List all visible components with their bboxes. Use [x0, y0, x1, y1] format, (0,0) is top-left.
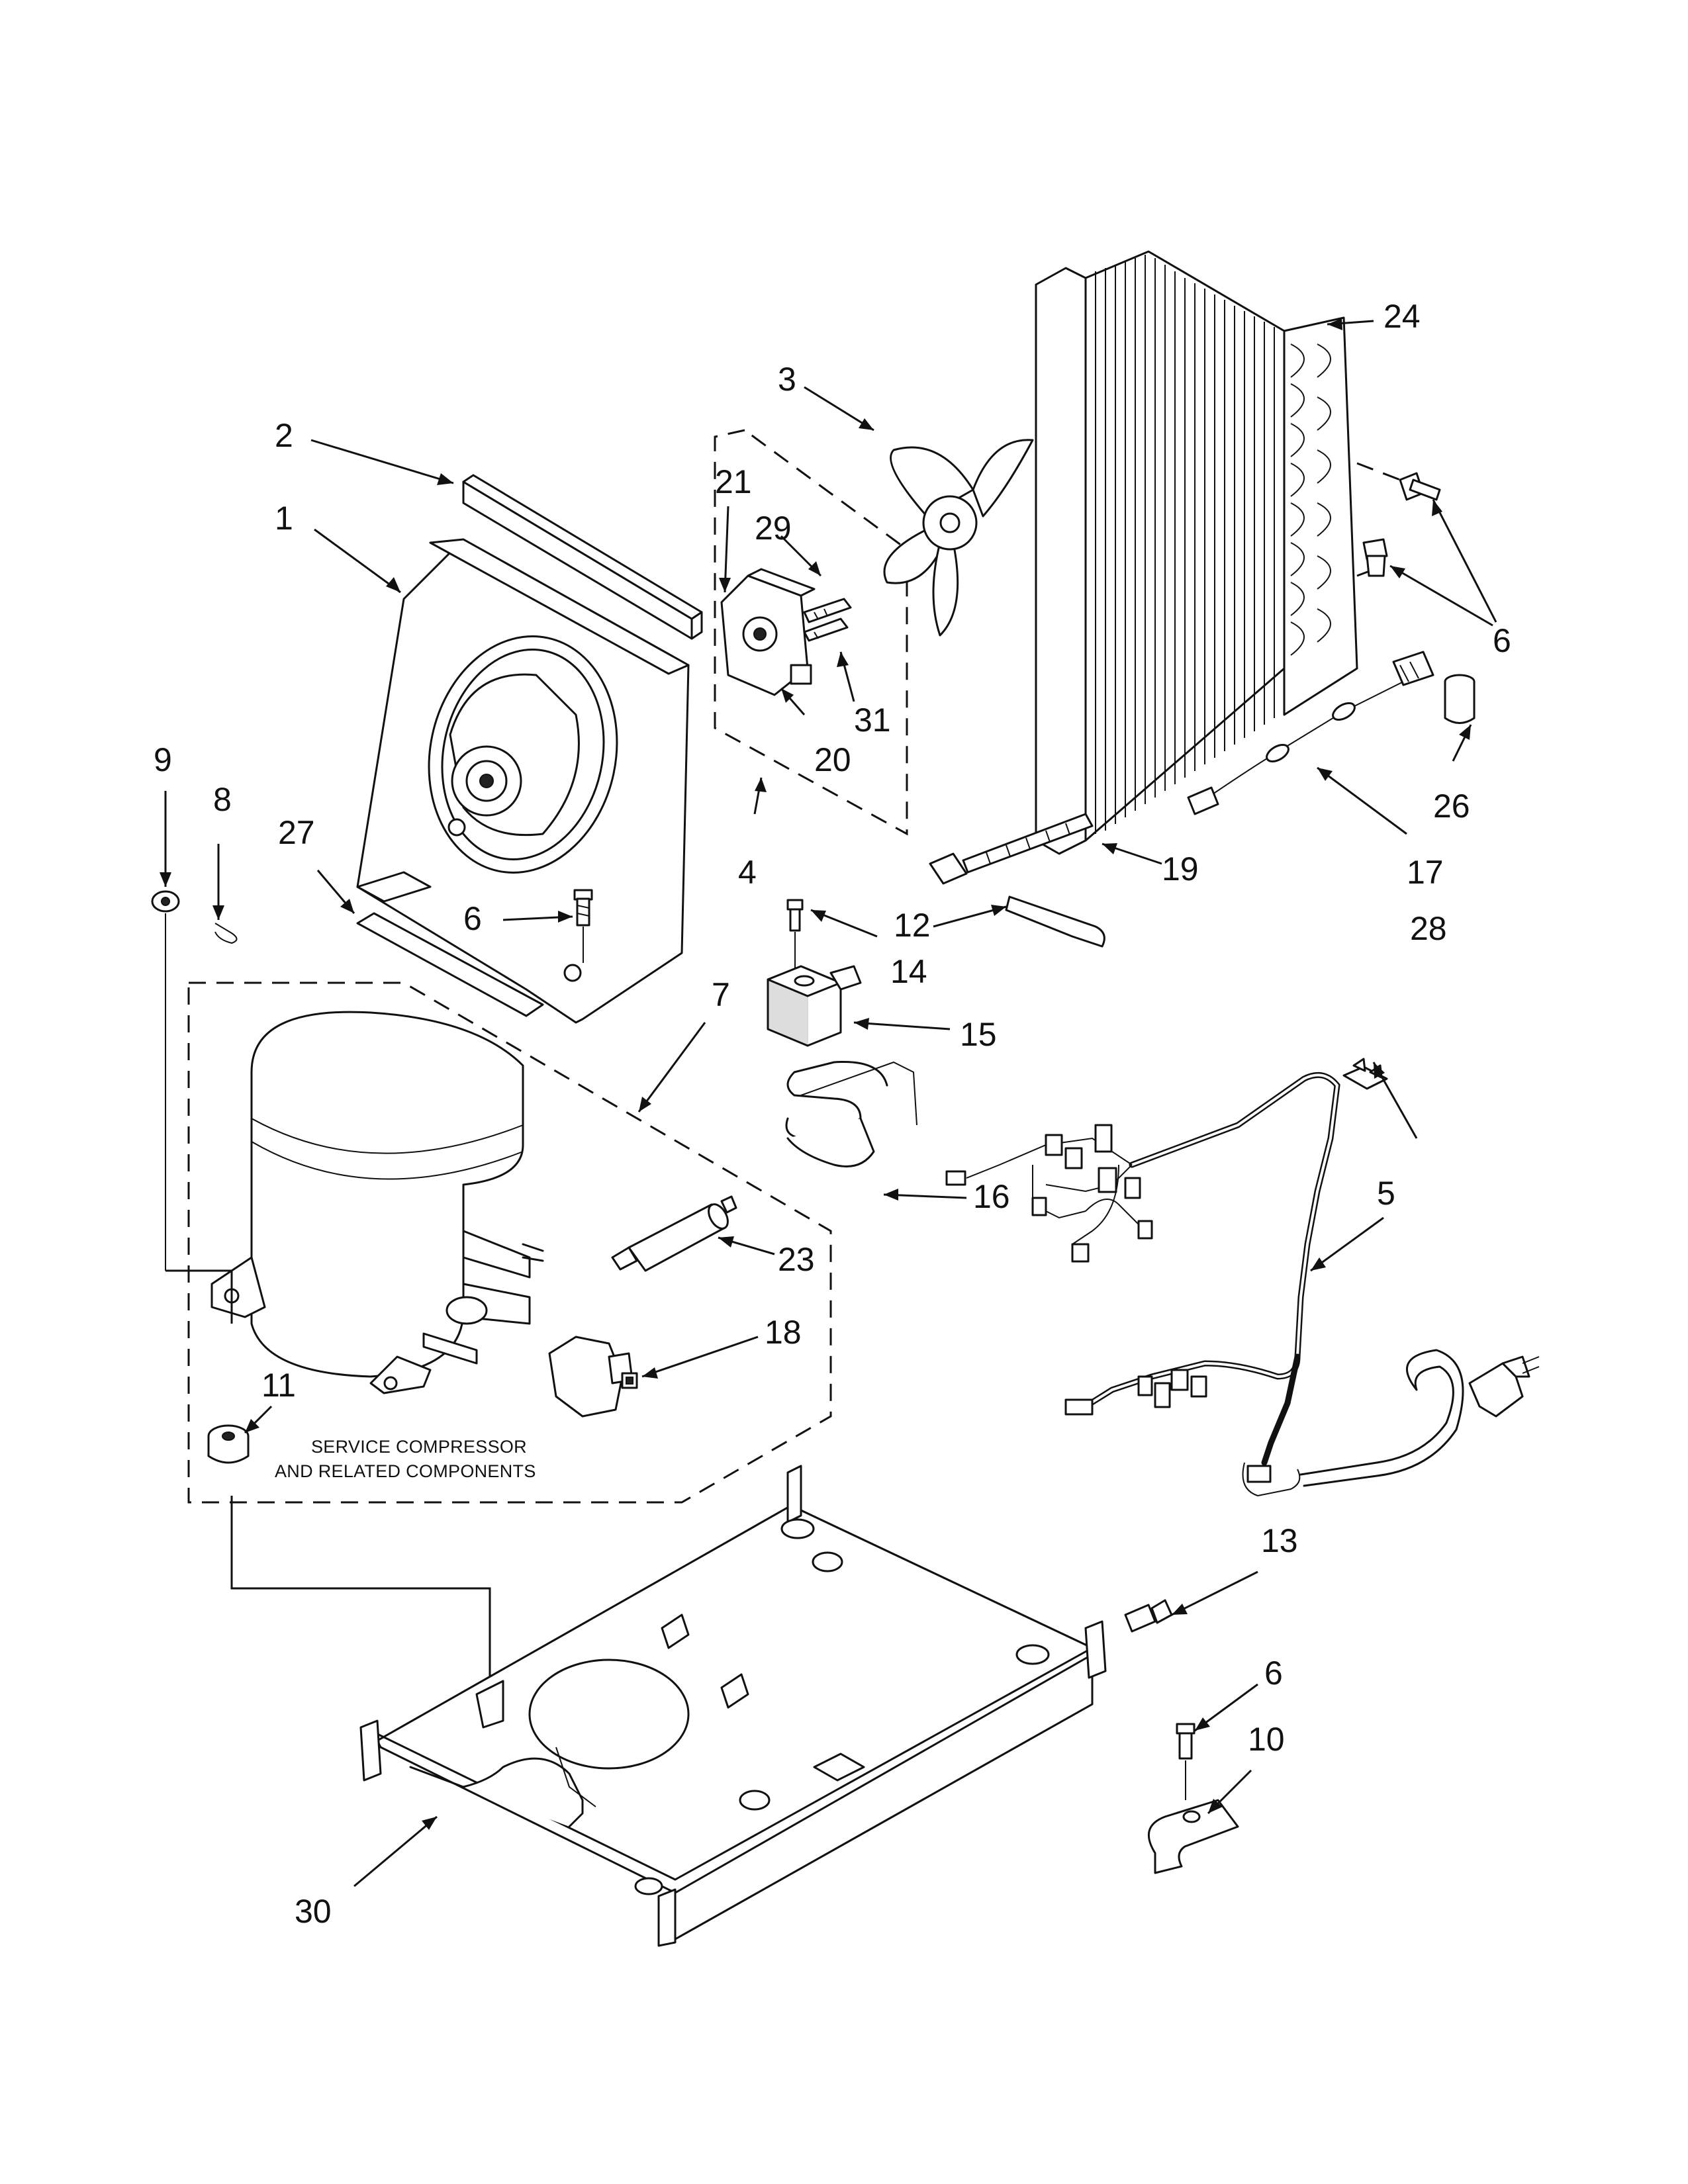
sensor-harness: [1187, 651, 1434, 815]
callout-11: 11: [261, 1367, 296, 1404]
service-note-line2: AND RELATED COMPONENTS: [275, 1461, 536, 1481]
fan-shroud: [356, 538, 690, 1024]
gasket-strip: [462, 474, 703, 640]
fan-blade: [883, 439, 1034, 637]
shroud-plate: [356, 912, 544, 1017]
callout-23: 23: [778, 1241, 815, 1278]
wiring-harness: [945, 1071, 1540, 1497]
callout-6-condenser: 6: [1493, 622, 1511, 659]
callout-3: 3: [778, 361, 796, 398]
wire-bracket: [785, 1060, 917, 1167]
callout-6-shroud: 6: [463, 900, 482, 937]
overload-relay: [548, 1336, 638, 1418]
callout-7: 7: [712, 976, 730, 1013]
callout-19: 19: [1162, 850, 1199, 887]
callout-14: 14: [890, 953, 927, 990]
callout-9: 9: [154, 741, 172, 778]
compressor: [211, 1011, 544, 1394]
arrowheads: [160, 318, 1471, 1830]
screw-base: [1124, 1599, 1173, 1633]
motor-assembly-outline: [714, 429, 908, 836]
compressor-assembly-outline: [187, 981, 832, 1504]
callout-1: 1: [275, 500, 293, 537]
callout-28: 28: [1410, 910, 1447, 947]
rubber-mount: [207, 1424, 250, 1464]
callout-labels: 1 2 3 4 5 6 6 6 7 8 9 10 11 12 13 14 15 …: [154, 298, 1511, 1930]
spring-clip: [214, 923, 238, 944]
leader-9-to-base: [165, 1269, 233, 1324]
relay: [767, 965, 862, 1047]
service-note: SERVICE COMPRESSOR AND RELATED COMPONENT…: [275, 1437, 536, 1481]
callout-5: 5: [1377, 1175, 1395, 1212]
fan-motor: [720, 568, 852, 696]
callout-10: 10: [1248, 1721, 1285, 1758]
screw-clamp: [1176, 1723, 1196, 1800]
callout-13: 13: [1261, 1522, 1298, 1559]
callout-8: 8: [213, 781, 232, 818]
tube: [1005, 895, 1105, 948]
leader-lines: [164, 320, 1497, 1888]
callout-31: 31: [854, 702, 891, 739]
callout-2: 2: [275, 417, 293, 454]
callout-26: 26: [1433, 788, 1470, 825]
callout-24: 24: [1383, 298, 1421, 335]
callout-21: 21: [715, 463, 752, 500]
screw-shroud: [573, 889, 593, 963]
filter-drier: [611, 1195, 737, 1272]
callout-30: 30: [295, 1893, 332, 1930]
capacitor: [1444, 674, 1476, 724]
base-plate: [359, 1465, 1107, 1947]
service-note-line1: SERVICE COMPRESSOR: [311, 1437, 527, 1457]
callout-17: 17: [1407, 854, 1444, 891]
callout-20: 20: [814, 741, 851, 778]
callout-18: 18: [765, 1314, 802, 1351]
callout-12: 12: [894, 907, 931, 944]
screw-condenser-1: [1399, 472, 1441, 501]
callout-4: 4: [738, 854, 757, 891]
callout-29: 29: [755, 510, 792, 547]
cable-clamp: [1148, 1799, 1239, 1874]
screw-condenser-2: [1362, 538, 1388, 577]
callout-6-base: 6: [1264, 1655, 1283, 1692]
screw-relay: [786, 899, 804, 973]
condenser-coil: [1035, 250, 1401, 855]
leader-11-to-base: [230, 1496, 491, 1694]
callout-27: 27: [278, 814, 315, 851]
callout-15: 15: [960, 1016, 997, 1053]
cable-tie: [929, 813, 1094, 885]
callout-16: 16: [973, 1178, 1010, 1215]
grommet: [151, 890, 180, 1271]
